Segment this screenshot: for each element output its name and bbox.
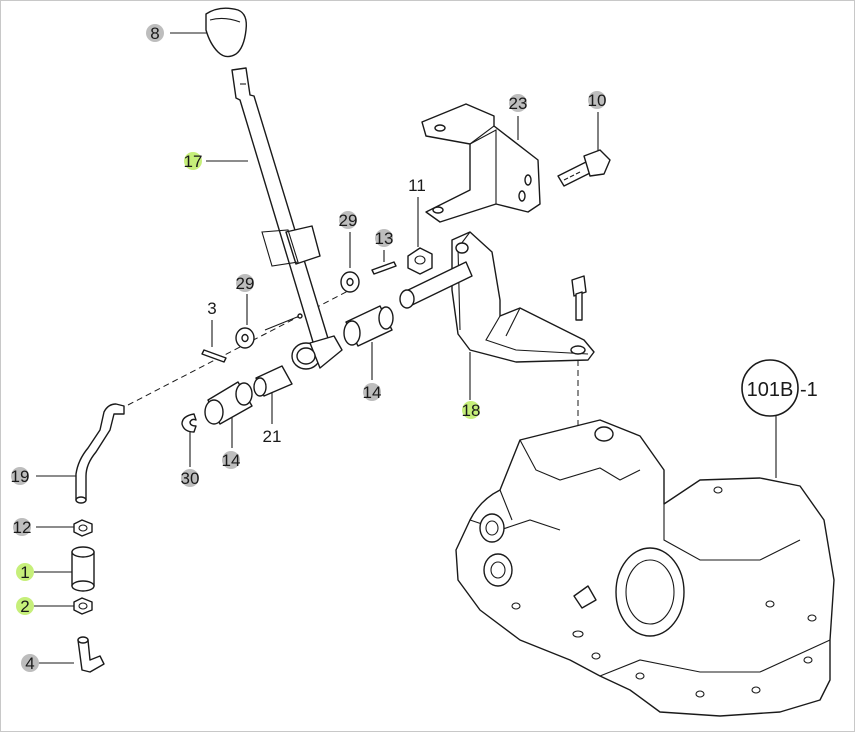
bracket-upper (421, 103, 541, 223)
transmission-housing (455, 419, 835, 717)
rod-19 (75, 403, 125, 504)
svg-text:10: 10 (588, 91, 607, 110)
knob-part (205, 7, 248, 58)
svg-text:30: 30 (181, 469, 200, 488)
svg-text:14: 14 (222, 451, 241, 470)
svg-text:12: 12 (13, 518, 32, 537)
washer-29-right (340, 271, 360, 293)
pin-3 (201, 349, 227, 363)
callout-2[interactable]: 2 (16, 597, 34, 616)
lever-part (231, 67, 343, 370)
bracket-18 (399, 231, 595, 363)
callout-3[interactable]: 3 (203, 299, 221, 318)
bolt-small (571, 275, 587, 321)
callout-29-left[interactable]: 29 (236, 274, 255, 293)
nut-2 (73, 597, 93, 615)
rod-end-4 (77, 636, 105, 673)
nut-12 (73, 519, 93, 537)
svg-text:19: 19 (11, 467, 30, 486)
svg-text:1: 1 (20, 563, 29, 582)
reference-circle (741, 359, 799, 417)
callout-29-right[interactable]: 29 (339, 211, 358, 230)
svg-text:3: 3 (207, 299, 216, 318)
svg-text:8: 8 (150, 24, 159, 43)
svg-text:21: 21 (263, 427, 282, 446)
svg-text:11: 11 (408, 176, 426, 195)
svg-text:23: 23 (509, 94, 528, 113)
clip-30 (181, 413, 197, 433)
callout-1[interactable]: 1 (16, 563, 34, 582)
callout-18[interactable]: 18 (462, 401, 481, 420)
turnbuckle-1 (71, 546, 95, 592)
callout-14-right[interactable]: 14 (363, 383, 382, 402)
svg-text:14: 14 (363, 383, 382, 402)
callout-12[interactable]: 12 (13, 518, 32, 537)
callout-11[interactable]: 11 (408, 176, 426, 195)
bushing-14-left (204, 381, 253, 425)
callout-4[interactable]: 4 (21, 654, 39, 673)
callout-10[interactable]: 10 (588, 91, 607, 110)
bolt-10 (557, 149, 611, 187)
callout-21[interactable]: 21 (263, 427, 282, 446)
svg-text:13: 13 (375, 229, 394, 248)
svg-text:17: 17 (184, 152, 203, 171)
callout-19[interactable]: 19 (11, 467, 30, 486)
svg-text:29: 29 (236, 274, 255, 293)
callout-13[interactable]: 13 (375, 229, 394, 248)
callout-8[interactable]: 8 (146, 24, 164, 43)
reference-code: 101B (747, 379, 794, 401)
callout-30[interactable]: 30 (181, 469, 200, 488)
washer-29-left (235, 327, 255, 349)
callout-14-left[interactable]: 14 (222, 451, 241, 470)
svg-text:29: 29 (339, 211, 358, 230)
reference-callout[interactable]: 101B -1 (741, 359, 818, 417)
callout-labels: 8 17 23 10 11 29 13 29 3 14 18 21 14 30 … (11, 24, 607, 673)
reference-suffix: -1 (800, 379, 818, 401)
bushing-14-right (343, 305, 394, 347)
svg-text:2: 2 (20, 597, 29, 616)
nut-11 (407, 247, 433, 275)
svg-text:4: 4 (25, 654, 34, 673)
svg-text:18: 18 (462, 401, 481, 420)
pin-13 (371, 261, 397, 275)
callout-17[interactable]: 17 (184, 152, 203, 171)
callout-23[interactable]: 23 (509, 94, 528, 113)
sleeve-21 (253, 365, 293, 397)
